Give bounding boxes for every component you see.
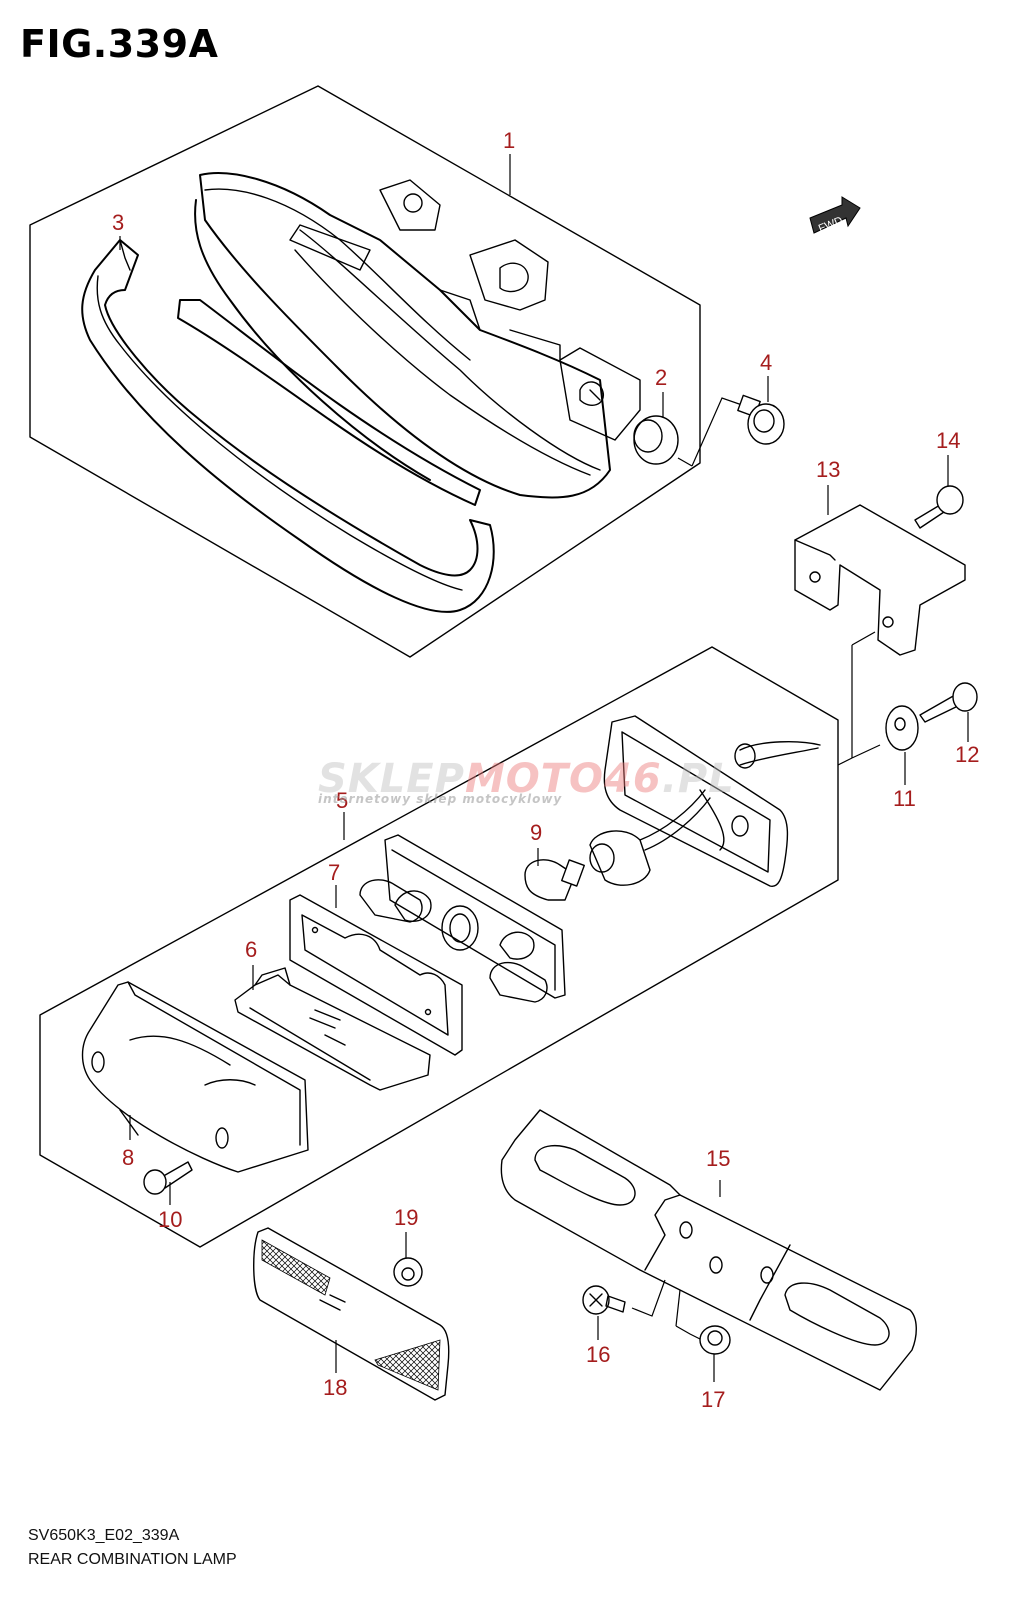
part-nut-19[interactable] — [393, 1232, 423, 1287]
callout-19: 19 — [394, 1205, 418, 1230]
part-screw-12[interactable] — [919, 682, 978, 742]
callout-18: 18 — [323, 1375, 347, 1400]
part-bulb[interactable] — [524, 848, 585, 901]
part-bulb-socket[interactable] — [589, 789, 711, 886]
watermark-brand-b: MOTO46 — [464, 756, 662, 802]
callout-17: 17 — [701, 1387, 725, 1412]
watermark-tagline: internetowy sklep motocyklowy — [318, 792, 563, 806]
callout-4: 4 — [760, 350, 772, 375]
callout-9: 9 — [530, 820, 542, 845]
part-gasket-seal[interactable] — [81, 239, 495, 613]
part-lamp-holder[interactable] — [359, 834, 566, 1003]
callout-3: 3 — [112, 210, 124, 235]
part-reflector-plate[interactable] — [234, 965, 431, 1091]
part-license-bracket[interactable] — [500, 1109, 917, 1391]
callout-labels: 1 2 3 4 5 6 7 8 9 10 11 12 13 14 15 16 1… — [112, 128, 979, 1412]
callout-7: 7 — [328, 860, 340, 885]
callout-14: 14 — [936, 428, 960, 453]
callout-6: 6 — [245, 937, 257, 962]
callout-2: 2 — [655, 365, 667, 390]
leader-lines — [119, 154, 511, 840]
part-reflector[interactable] — [253, 1227, 450, 1401]
part-tail-lamp-housing[interactable] — [194, 172, 641, 499]
callout-12: 12 — [955, 742, 979, 767]
part-bracket[interactable] — [794, 485, 966, 656]
callout-1: 1 — [503, 128, 515, 153]
watermark-brand-c: .PL — [661, 756, 735, 802]
part-lens-gasket[interactable] — [289, 885, 463, 1056]
lamp-assembly-frame — [39, 631, 881, 1248]
watermark-brand: SKLEPMOTO46.PL — [318, 756, 735, 802]
figure-title: FIG.339A — [20, 22, 219, 66]
part-screw-4[interactable] — [677, 376, 785, 467]
part-lens[interactable] — [81, 981, 309, 1173]
fwd-arrow-icon: FWD — [809, 196, 861, 235]
part-washer[interactable] — [885, 705, 919, 785]
callout-11: 11 — [893, 786, 916, 811]
figure-footer: SV650K3_E02_339A REAR COMBINATION LAMP — [28, 1524, 237, 1572]
callout-5: 5 — [336, 788, 348, 813]
part-grommet[interactable] — [633, 392, 679, 465]
callout-8: 8 — [122, 1145, 134, 1170]
part-screw-14[interactable] — [914, 455, 964, 529]
callout-16: 16 — [586, 1342, 610, 1367]
watermark-brand-a: SKLEP — [318, 756, 465, 802]
callout-10: 10 — [158, 1207, 182, 1232]
callout-13: 13 — [816, 457, 840, 482]
figure-caption: REAR COMBINATION LAMP — [28, 1551, 237, 1568]
upper-assembly-frame — [29, 85, 701, 658]
model-code: SV650K3_E02_339A — [28, 1527, 180, 1544]
callout-15: 15 — [706, 1146, 730, 1171]
part-screw-10[interactable] — [129, 1115, 193, 1205]
part-nut-17[interactable] — [675, 1289, 731, 1382]
part-screw-16[interactable] — [582, 1279, 666, 1340]
